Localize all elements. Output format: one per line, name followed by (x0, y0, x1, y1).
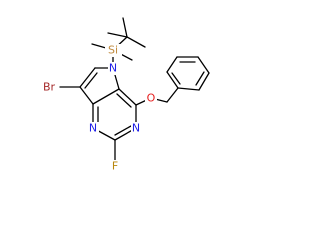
bond-c4a-c7a (92, 88, 120, 105)
atom-labels: Si N Br O N N F (39, 44, 157, 173)
atom-label-n-pyrrole: N (109, 62, 117, 75)
bond-n3-c2-double (114, 125, 132, 136)
bond-c5-c4a (79, 86, 94, 105)
bond-ch2-phenyl (166, 87, 179, 103)
structure-diagram: Si N Br O N N F (39, 17, 210, 173)
bond-tbu-center-methyl-top (122, 17, 128, 38)
atom-label-br: Br (43, 81, 56, 94)
bond-ph-2-3-double (195, 71, 205, 86)
bond-tbu-center-methyl-right (126, 36, 146, 48)
bond-ph-3-4 (197, 56, 210, 74)
bond-c7a-c4-double (116, 93, 132, 108)
bond-ph-2-3 (198, 72, 210, 91)
bond-c6-c5-double (84, 72, 98, 89)
bond-c7a-c4 (118, 88, 137, 106)
bond-ph-1-2 (177, 87, 200, 91)
bond-ph-5-6 (166, 56, 178, 73)
atom-label-f: F (112, 160, 118, 173)
atom-label-o: O (147, 92, 156, 105)
atom-label-si: Si (108, 44, 118, 57)
bonds (59, 17, 210, 161)
bond-c6-c5 (79, 67, 96, 88)
bond-ph-6-1 (166, 71, 179, 89)
molecule-drawing: Si N Br O N N F (39, 17, 210, 173)
atom-label-n-pyrimidine-right: N (132, 122, 140, 135)
bond-tbu-center-methyl-left (107, 32, 128, 38)
bond-ph-6-1-double (171, 72, 181, 85)
atom-label-n-pyrimidine-left: N (89, 122, 97, 135)
